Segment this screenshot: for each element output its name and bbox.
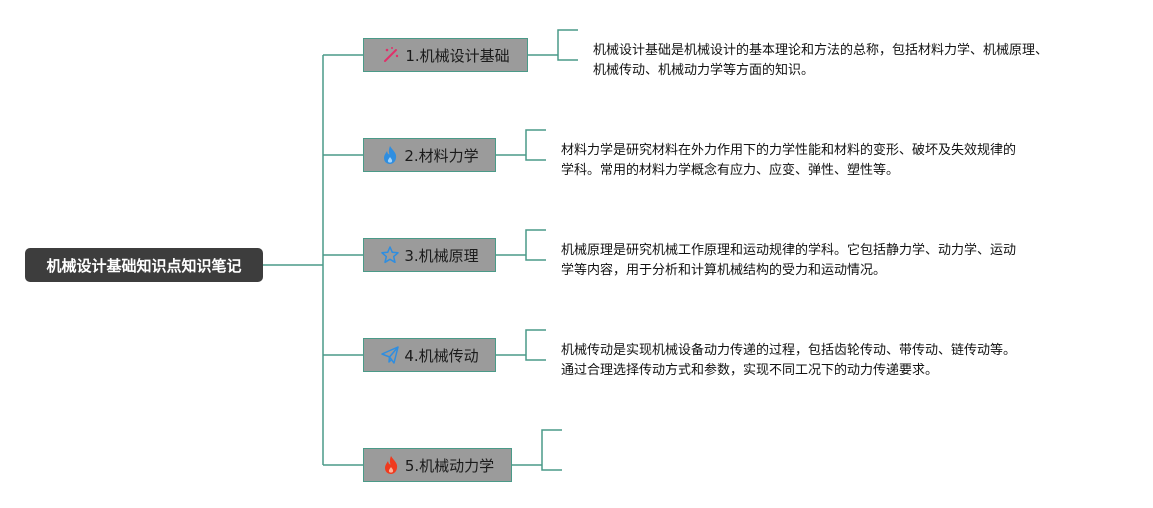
topic-label-5: 5.机械动力学 [404,456,495,475]
topic-node-4[interactable]: 4.机械传动 [363,338,496,372]
topic-label-4: 4.机械传动 [404,346,479,365]
topic-label-2: 2.材料力学 [404,146,479,165]
note-1: 机械设计基础是机械设计的基本理论和方法的总称，包括材料力学、机械原理、 机械传动… [593,41,1048,81]
flame-blue-icon [380,145,400,165]
root-label: 机械设计基础知识点知识笔记 [46,256,242,275]
note-3-line-2: 学等内容，用于分析和计算机械结构的受力和运动情况。 [561,263,887,278]
paper-plane-icon [380,345,400,365]
star-outline-icon [380,245,400,265]
magic-wand-icon [381,45,401,65]
topic-label-1: 1.机械设计基础 [405,46,510,65]
topic-node-2[interactable]: 2.材料力学 [363,138,496,172]
note-2-line-1: 材料力学是研究材料在外力作用下的力学性能和材料的变形、破坏及失效规律的 [561,143,1017,158]
topic-node-5[interactable]: 5.机械动力学 [363,448,512,482]
note-4-line-1: 机械传动是实现机械设备动力传递的过程，包括齿轮传动、带传动、链传动等。 [561,343,1017,358]
note-2-line-2: 学科。常用的材料力学概念有应力、应变、弹性、塑性等。 [561,163,900,178]
topic-label-3: 3.机械原理 [404,246,479,265]
note-1-line-1: 机械设计基础是机械设计的基本理论和方法的总称，包括材料力学、机械原理、 [593,43,1049,58]
root-node[interactable]: 机械设计基础知识点知识笔记 [25,248,263,282]
flame-red-icon [381,455,401,475]
note-1-line-2: 机械传动、机械动力学等方面的知识。 [593,63,815,78]
note-4-line-2: 通过合理选择传动方式和参数，实现不同工况下的动力传递要求。 [561,363,939,378]
topic-node-3[interactable]: 3.机械原理 [363,238,496,272]
note-3: 机械原理是研究机械工作原理和运动规律的学科。它包括静力学、动力学、运动 学等内容… [561,241,1016,281]
note-4: 机械传动是实现机械设备动力传递的过程，包括齿轮传动、带传动、链传动等。 通过合理… [561,341,1016,381]
note-2: 材料力学是研究材料在外力作用下的力学性能和材料的变形、破坏及失效规律的 学科。常… [561,141,1016,181]
note-3-line-1: 机械原理是研究机械工作原理和运动规律的学科。它包括静力学、动力学、运动 [561,243,1017,258]
topic-node-1[interactable]: 1.机械设计基础 [363,38,528,72]
